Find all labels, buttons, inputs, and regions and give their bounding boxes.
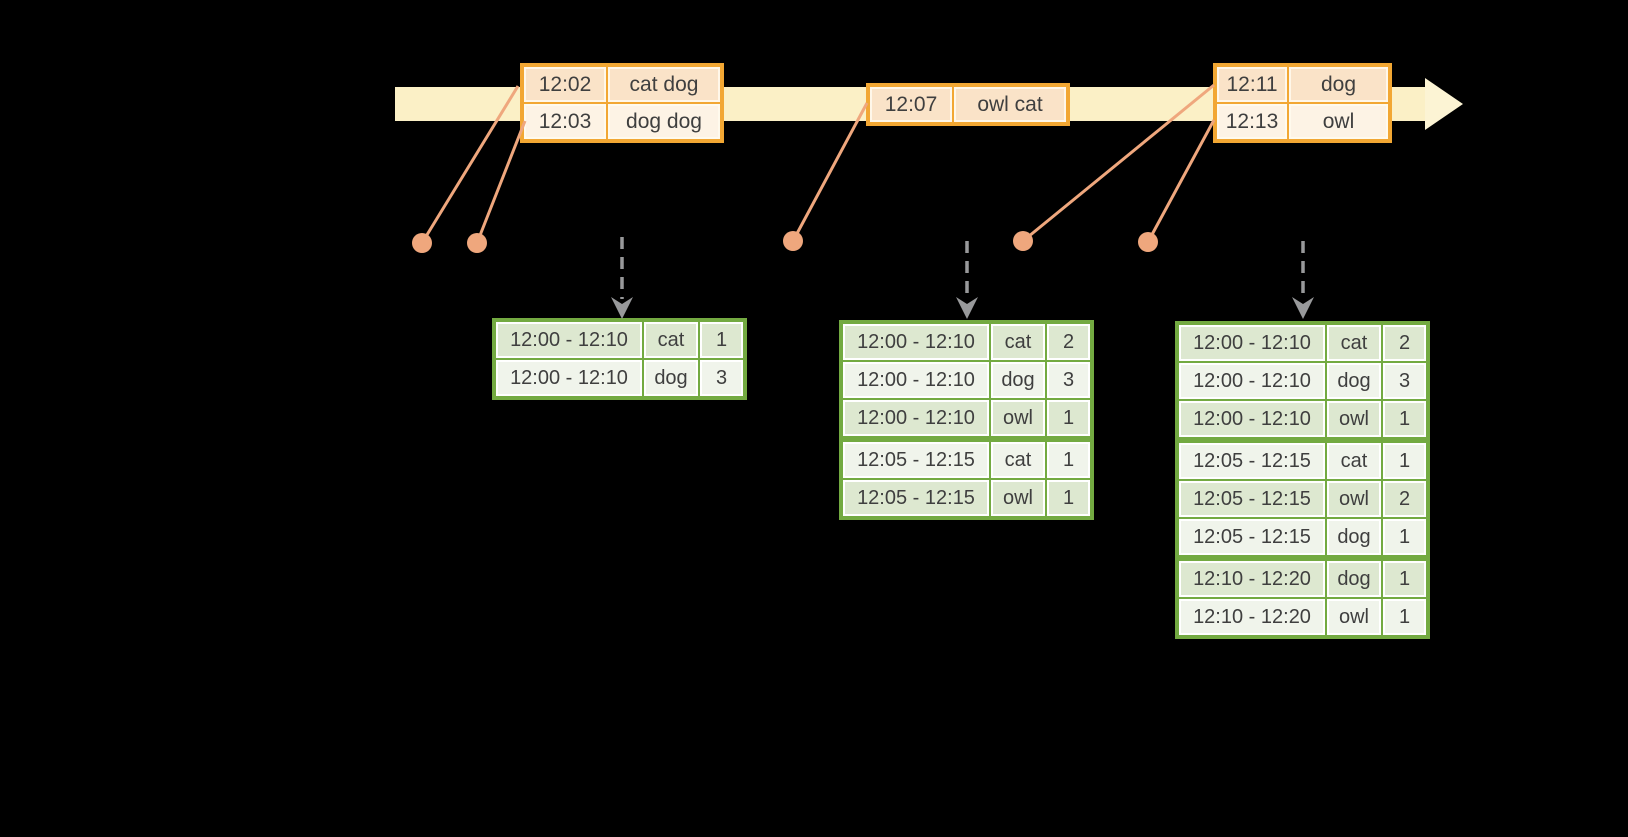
result-row: 12:05 - 12:15 dog 1 — [1176, 517, 1429, 559]
event-words-cell: cat dog — [606, 64, 723, 104]
result-row: 12:05 - 12:15 owl 1 — [840, 478, 1093, 519]
count-cell: 1 — [1381, 517, 1429, 559]
result-row: 12:00 - 12:10 dog 3 — [1176, 361, 1429, 401]
event-row: 12:13 owl — [1214, 102, 1391, 142]
word-cell: cat — [989, 321, 1047, 362]
result-row: 12:00 - 12:10 owl 1 — [1176, 399, 1429, 441]
window-cell: 12:05 - 12:15 — [840, 436, 991, 480]
event-dot-5 — [1138, 232, 1158, 252]
event-dot-3 — [783, 231, 803, 251]
result-row: 12:05 - 12:15 cat 1 — [840, 436, 1093, 480]
count-cell: 1 — [1045, 398, 1093, 440]
window-cell: 12:00 - 12:10 — [1176, 399, 1327, 441]
window-cell: 12:00 - 12:10 — [840, 360, 991, 400]
event-connector-2 — [475, 120, 527, 244]
window-cell: 12:00 - 12:10 — [1176, 361, 1327, 401]
word-cell: dog — [1325, 555, 1383, 599]
event-table-3: 12:11 dog 12:13 owl — [1213, 63, 1392, 143]
event-time-cell: 12:13 — [1214, 102, 1289, 142]
event-words-cell: owl — [1287, 102, 1391, 142]
count-cell: 1 — [1381, 437, 1429, 481]
window-cell: 12:00 - 12:10 — [840, 398, 991, 440]
event-connector-5 — [1146, 119, 1216, 243]
event-row: 12:02 cat dog — [521, 64, 723, 104]
window-cell: 12:05 - 12:15 — [1176, 437, 1327, 481]
window-cell: 12:10 - 12:20 — [1176, 555, 1327, 599]
word-cell: dog — [1325, 517, 1383, 559]
count-cell: 1 — [698, 319, 746, 360]
word-cell: cat — [989, 436, 1047, 480]
event-words-cell: dog dog — [606, 102, 723, 142]
count-cell: 1 — [1045, 436, 1093, 480]
word-cell: dog — [642, 358, 700, 399]
event-connector-1 — [420, 85, 520, 244]
result-table-1: 12:00 - 12:10 cat 1 12:00 - 12:10 dog 3 — [492, 318, 747, 400]
count-cell: 1 — [1381, 399, 1429, 441]
event-connector-3 — [791, 102, 869, 242]
timeline-arrowhead-icon — [1425, 78, 1463, 130]
result-row: 12:05 - 12:15 cat 1 — [1176, 437, 1429, 481]
event-words-cell: owl cat — [952, 84, 1069, 125]
word-cell: cat — [1325, 322, 1383, 363]
window-cell: 12:05 - 12:15 — [1176, 479, 1327, 519]
count-cell: 1 — [1381, 597, 1429, 638]
event-row: 12:03 dog dog — [521, 102, 723, 142]
word-cell: cat — [642, 319, 700, 360]
result-table-3: 12:00 - 12:10 cat 2 12:00 - 12:10 dog 3 … — [1175, 321, 1430, 639]
word-cell: dog — [1325, 361, 1383, 401]
result-row: 12:00 - 12:10 cat 2 — [1176, 322, 1429, 363]
event-dot-4 — [1013, 231, 1033, 251]
event-words-cell: dog — [1287, 64, 1391, 104]
result-row: 12:00 - 12:10 dog 3 — [840, 360, 1093, 400]
count-cell: 1 — [1381, 555, 1429, 599]
window-cell: 12:05 - 12:15 — [840, 478, 991, 519]
event-row: 12:07 owl cat — [867, 84, 1069, 125]
word-cell: cat — [1325, 437, 1383, 481]
word-cell: owl — [1325, 399, 1383, 441]
result-row: 12:05 - 12:15 owl 2 — [1176, 479, 1429, 519]
count-cell: 2 — [1381, 322, 1429, 363]
count-cell: 3 — [1045, 360, 1093, 400]
word-cell: dog — [989, 360, 1047, 400]
window-cell: 12:00 - 12:10 — [493, 358, 644, 399]
window-cell: 12:00 - 12:10 — [493, 319, 644, 360]
event-row: 12:11 dog — [1214, 64, 1391, 104]
window-cell: 12:00 - 12:10 — [840, 321, 991, 362]
result-row: 12:10 - 12:20 dog 1 — [1176, 555, 1429, 599]
word-cell: owl — [1325, 597, 1383, 638]
event-table-1: 12:02 cat dog 12:03 dog dog — [520, 63, 724, 143]
trigger-arrowhead-icon — [1292, 297, 1314, 319]
count-cell: 3 — [1381, 361, 1429, 401]
window-cell: 12:00 - 12:10 — [1176, 322, 1327, 363]
trigger-arrowhead-icon — [611, 297, 633, 319]
event-time-cell: 12:11 — [1214, 64, 1289, 104]
result-row: 12:10 - 12:20 owl 1 — [1176, 597, 1429, 638]
event-time-cell: 12:02 — [521, 64, 608, 104]
window-cell: 12:10 - 12:20 — [1176, 597, 1327, 638]
event-time-cell: 12:03 — [521, 102, 608, 142]
word-cell: owl — [989, 398, 1047, 440]
result-table-2: 12:00 - 12:10 cat 2 12:00 - 12:10 dog 3 … — [839, 320, 1094, 520]
count-cell: 3 — [698, 358, 746, 399]
trigger-arrowhead-icon — [956, 297, 978, 319]
event-table-2: 12:07 owl cat — [866, 83, 1070, 126]
window-cell: 12:05 - 12:15 — [1176, 517, 1327, 559]
event-time-cell: 12:07 — [867, 84, 954, 125]
result-row: 12:00 - 12:10 cat 2 — [840, 321, 1093, 362]
count-cell: 1 — [1045, 478, 1093, 519]
word-cell: owl — [989, 478, 1047, 519]
count-cell: 2 — [1381, 479, 1429, 519]
event-dot-2 — [467, 233, 487, 253]
event-dot-1 — [412, 233, 432, 253]
word-cell: owl — [1325, 479, 1383, 519]
result-row: 12:00 - 12:10 owl 1 — [840, 398, 1093, 440]
count-cell: 2 — [1045, 321, 1093, 362]
result-row: 12:00 - 12:10 dog 3 — [493, 358, 746, 399]
result-row: 12:00 - 12:10 cat 1 — [493, 319, 746, 360]
